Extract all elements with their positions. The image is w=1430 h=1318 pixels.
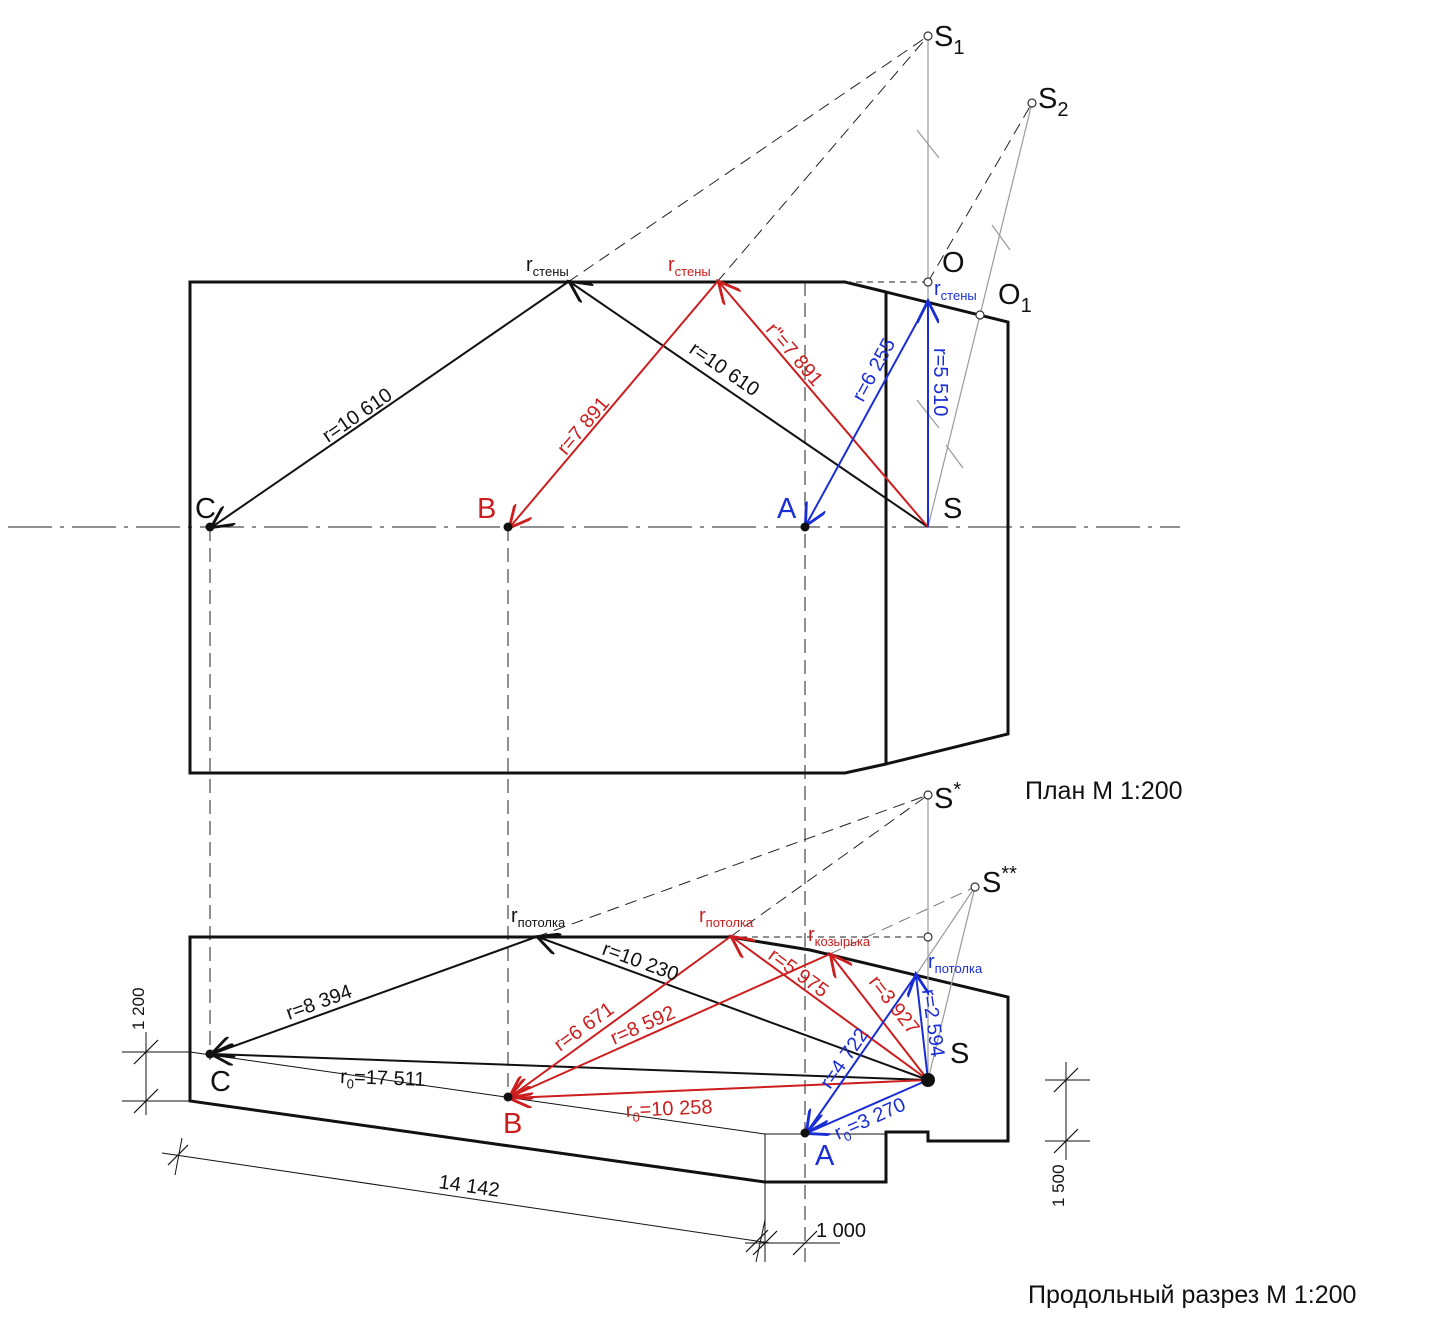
ray-red-s-visor: [831, 955, 929, 1081]
tick-mark: [991, 224, 1011, 251]
label-a-section: A: [815, 1140, 835, 1172]
dim-right-height-label: 1 500: [1049, 1164, 1068, 1207]
dim-blue-r0: r0=3 270: [831, 1094, 910, 1148]
label-a: A: [777, 493, 797, 525]
label-s2star: S**: [982, 863, 1017, 899]
dim-black-r0: r0=17 511: [340, 1066, 426, 1094]
dashed-ray: [829, 886, 976, 955]
point-a-section: [800, 1128, 810, 1138]
dim-black-ceiling-c: r=8 394: [283, 981, 355, 1025]
tick-mark: [945, 444, 964, 469]
dim-red-s-wall: r"=7 891: [761, 319, 827, 391]
label-b-section: B: [503, 1108, 522, 1140]
dim-red-r0: r0=10 258: [625, 1096, 713, 1125]
point-b-section: [503, 1092, 513, 1102]
label-r-visor-red: rкозырька: [808, 924, 871, 949]
dim-slope-length-label: 14 142: [437, 1171, 501, 1202]
ray-red-s-b-direct: [510, 1079, 929, 1098]
dim-red-ceiling-b: r=6 671: [550, 998, 618, 1056]
dimension-right-height: 1 500: [1045, 1062, 1090, 1207]
point-o1: [975, 310, 985, 320]
dim-red-visor-b: r=8 592: [607, 1002, 678, 1050]
dim-left-height-label: 1 200: [129, 987, 148, 1030]
label-o: O: [942, 247, 965, 279]
label-r-wall-red: rстены: [668, 254, 711, 279]
dim-blue-s-wall: r=5 510: [929, 348, 951, 416]
dim-black-wall-c: r=10 610: [318, 384, 396, 447]
point-c-section: [205, 1049, 215, 1059]
label-o1: O1: [998, 279, 1032, 317]
label-r-ceiling-blue: rпотолка: [928, 951, 983, 976]
label-r-wall-black: rстены: [526, 254, 569, 279]
ray-black-s-wall: [570, 282, 929, 528]
label-c-section: C: [210, 1066, 231, 1098]
construction-line-s-s2star: [927, 886, 976, 1081]
point-s2star: [970, 882, 980, 892]
tick-mark: [916, 129, 940, 159]
label-s-section: S: [950, 1038, 969, 1070]
point-s-section: [921, 1073, 935, 1087]
label-s: S: [943, 493, 962, 525]
dashed-ray: [716, 35, 929, 283]
dashed-ray: [729, 794, 929, 938]
plan-outline: [188, 280, 1010, 775]
plan-view: C B A S O S1 S2 O1 rстены rстены rстены …: [8, 21, 1183, 1265]
point-o-section: [923, 932, 933, 942]
dimension-step-width: 1 000: [745, 1182, 866, 1262]
dimension-left-height: 1 200: [122, 987, 190, 1115]
caption-section: Продольный разрез М 1:200: [1028, 1281, 1356, 1309]
point-b: [503, 522, 513, 532]
point-s2: [1027, 98, 1037, 108]
section-view: C B A S S* S** rпотолка rпотолка rкозырь…: [122, 779, 1356, 1309]
dashed-ray: [927, 102, 1033, 283]
dashed-ray: [567, 35, 929, 283]
ray-black-ceiling-c: [212, 936, 537, 1054]
label-r-ceiling-red: rпотолка: [699, 905, 754, 930]
label-c: C: [195, 493, 216, 525]
dim-red-s-visor: r=3 927: [864, 972, 923, 1039]
dim-blue-s-ceiling: r=2 594: [917, 988, 948, 1059]
caption-plan: План М 1:200: [1025, 777, 1183, 805]
point-s1: [923, 31, 933, 41]
dimension-slope-length: 14 142: [161, 1137, 771, 1263]
section-floor-slope: [189, 1051, 766, 1135]
ray-red-visor-b: [510, 953, 831, 1097]
dim-step-width-label: 1 000: [816, 1220, 866, 1242]
label-sstar: S*: [934, 779, 961, 815]
ray-blue-ceiling-a: [807, 974, 917, 1132]
dim-black-s-ceiling: r=10 230: [599, 938, 681, 986]
label-r-wall-blue: rстены: [934, 278, 977, 303]
construction-line: [915, 886, 976, 976]
dim-red-wall-b: r=7 891: [553, 393, 614, 459]
ray-blue-s-ceiling: [916, 975, 928, 1081]
ray-red-ceiling-b: [510, 936, 731, 1097]
ray-blue-wall-a: [806, 301, 929, 525]
point-sstar: [923, 790, 933, 800]
point-o: [923, 277, 933, 287]
ray-blue-s-a-direct: [807, 1079, 929, 1133]
point-c: [205, 522, 215, 532]
point-a: [800, 522, 810, 532]
ray-red-wall-b: [510, 281, 718, 527]
ray-black-s-c-direct: [212, 1054, 929, 1081]
dim-blue-wall-a: r=6 255: [848, 335, 900, 406]
ray-black-wall-c: [212, 281, 569, 527]
label-s2: S2: [1038, 83, 1068, 121]
label-s1: S1: [934, 21, 964, 59]
ray-black-s-ceiling: [538, 937, 929, 1081]
label-b: B: [477, 493, 496, 525]
section-outline: [188, 935, 1010, 1184]
label-r-ceiling-black: rпотолка: [511, 905, 566, 930]
ray-red-s-ceiling: [732, 937, 929, 1081]
dashed-ray: [535, 794, 929, 938]
ray-red-s-wall: [719, 282, 929, 528]
